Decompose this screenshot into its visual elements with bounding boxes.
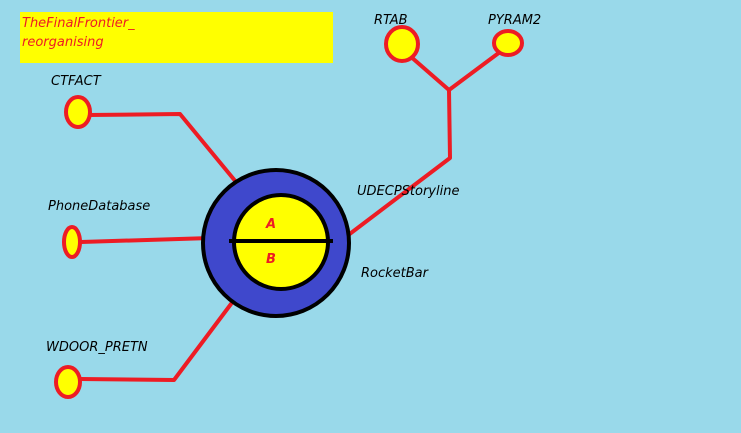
connector-ctfact [86, 112, 243, 190]
label-wdoor-pretn: WDOOR_PRETN [46, 340, 148, 355]
connector-pyram2 [447, 50, 502, 92]
title-box: TheFinalFrontier_ reorganising [20, 12, 333, 63]
label-rocketbar: RocketBar [361, 266, 428, 281]
connector-udecp-storyline [345, 88, 452, 238]
hub-label-a: A [266, 217, 277, 232]
label-rtab: RTAB [374, 13, 408, 28]
node-rtab [384, 25, 420, 63]
node-wdoor-pretn [54, 365, 82, 399]
label-phone-database: PhoneDatabase [48, 199, 151, 214]
hub-label-b: B [266, 252, 276, 267]
node-phone-database [62, 225, 82, 259]
diagram-title: TheFinalFrontier_ reorganising [22, 16, 135, 50]
hub [201, 168, 351, 318]
node-ctfact [64, 95, 92, 129]
connector-rtab [408, 54, 451, 92]
label-pyram2: PYRAM2 [488, 13, 542, 28]
connector-phone-database [79, 236, 213, 244]
label-ctfact: CTFACT [51, 74, 101, 89]
label-udecp-storyline: UDECPStoryline [357, 184, 460, 199]
node-pyram2 [492, 29, 524, 57]
connector-wdoor-pretn [78, 290, 242, 382]
